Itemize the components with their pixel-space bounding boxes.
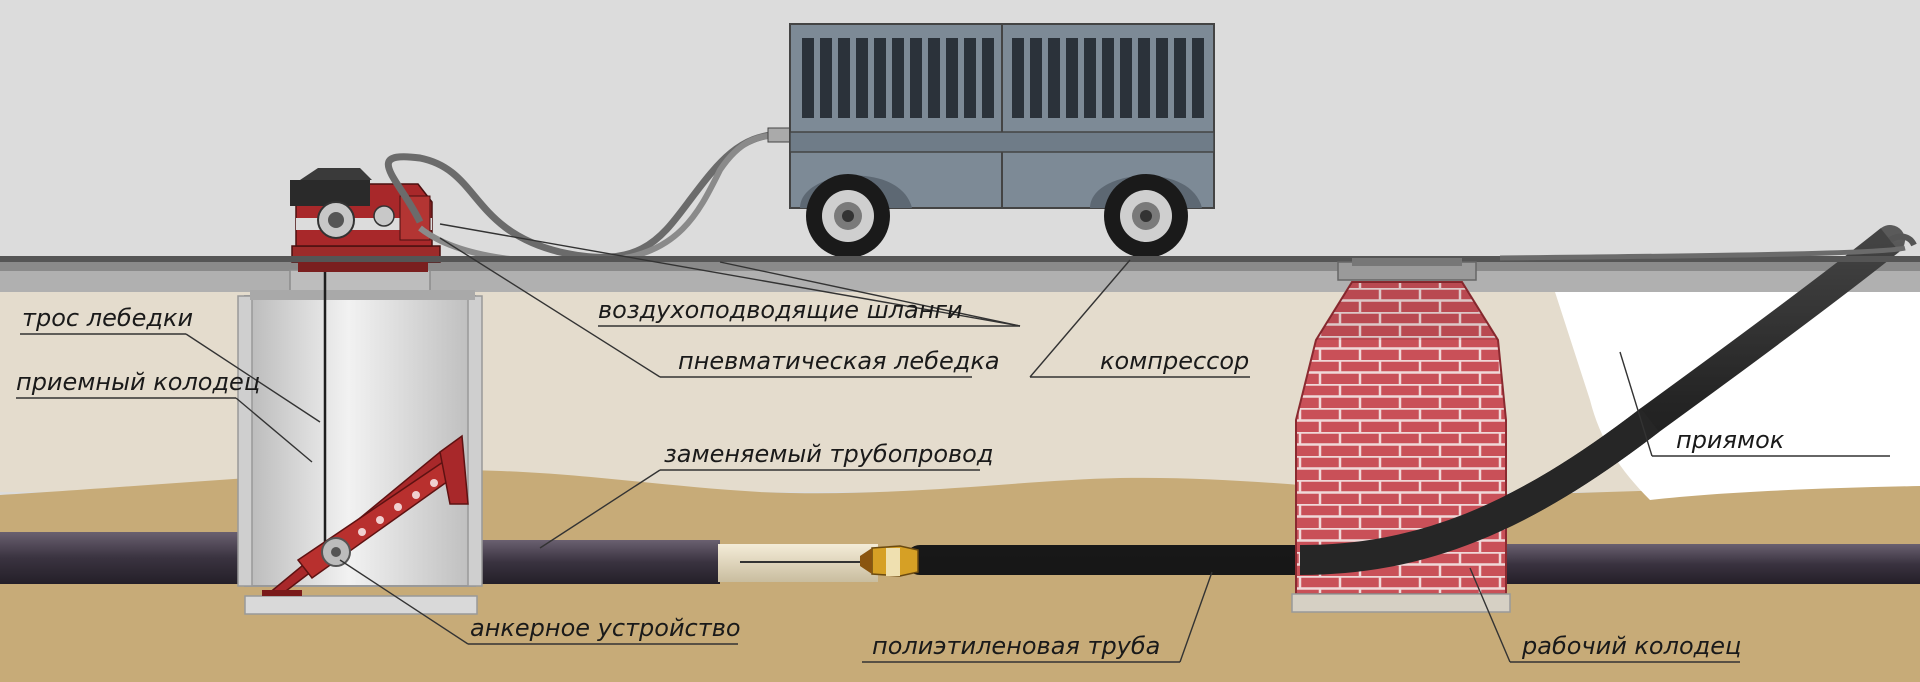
receiving-well	[237, 258, 483, 615]
label-replaced-pipeline: заменяемый трубопровод	[664, 440, 994, 468]
old-pipe-right	[1505, 544, 1920, 584]
label-anchor-device: анкерное устройство	[470, 614, 741, 642]
replaced-pipeline	[455, 540, 720, 584]
air-hose-2	[418, 132, 783, 266]
compressor-wheel-right	[1104, 174, 1188, 258]
air-hose-1	[384, 130, 781, 261]
pit	[1555, 292, 1920, 500]
label-working-well: рабочий колодец	[1522, 632, 1742, 660]
pipe-end-cap	[1888, 233, 1917, 247]
label-compressor: компрессор	[1100, 347, 1250, 375]
polyethylene-pipe-front	[1299, 408, 1660, 575]
road-base	[0, 271, 1920, 293]
pe-pipe-feed-hose	[1499, 245, 1906, 261]
label-pneumatic-winch: пневматическая лебедка	[678, 347, 1000, 375]
label-receiving-well: приемный колодец	[16, 368, 261, 396]
bursting-head	[860, 545, 919, 577]
working-well	[1291, 258, 1511, 613]
compressor-wheel-left	[806, 174, 890, 258]
leader-lines	[16, 223, 1890, 663]
label-pit: приямок	[1676, 426, 1785, 454]
label-polyethylene-pipe: полиэтиленовая труба	[872, 632, 1161, 660]
hose-connector	[767, 127, 791, 143]
label-winch-cable: трос лебедки	[22, 304, 194, 332]
road-line	[0, 256, 1920, 262]
old-pipe-left	[0, 532, 280, 584]
anchor-device	[262, 434, 469, 596]
label-air-hoses: воздухоподводящие шланги	[598, 296, 963, 324]
